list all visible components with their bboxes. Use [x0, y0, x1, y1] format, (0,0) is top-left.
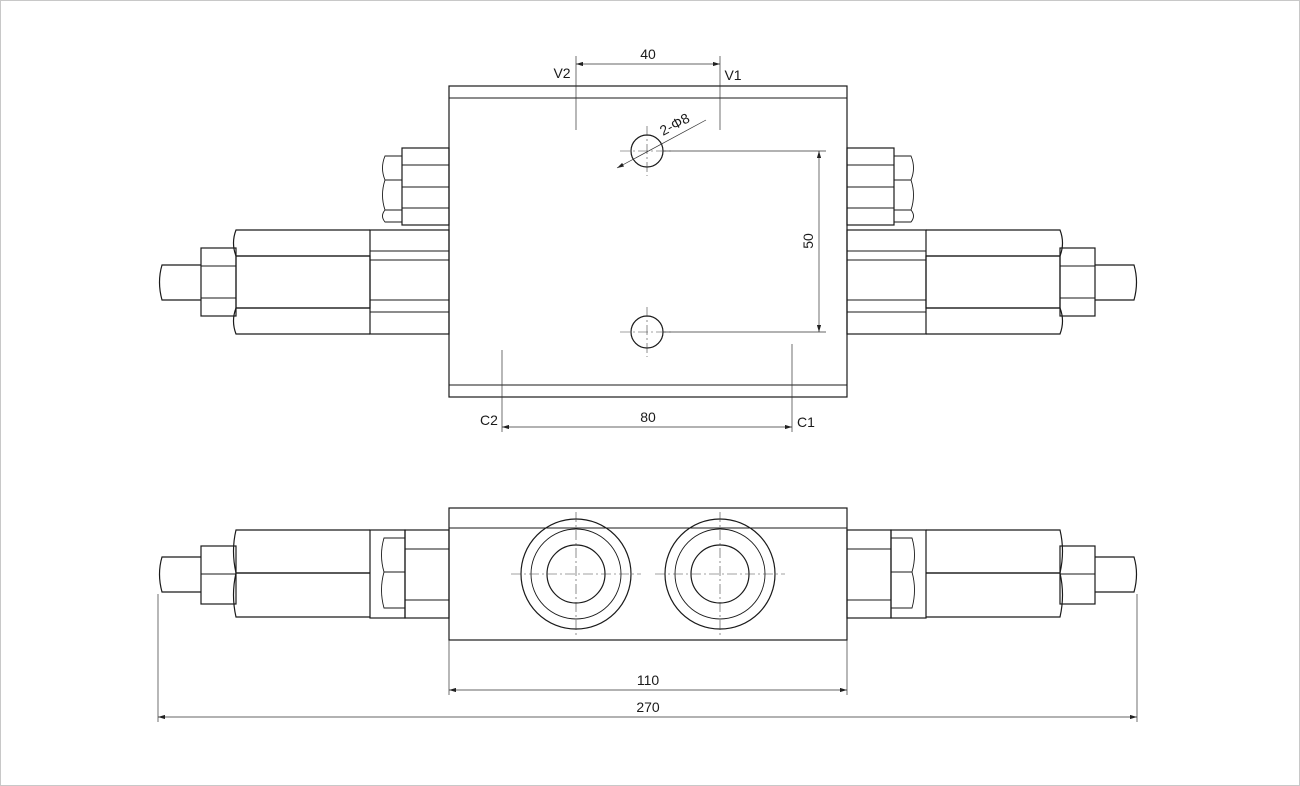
left-cartridge-top — [158, 229, 450, 335]
right-cartridge-front — [846, 529, 1138, 619]
right-upper-nut — [846, 147, 914, 226]
valve-body-top — [448, 85, 848, 398]
port-right — [655, 512, 785, 636]
valve-body-front — [448, 507, 848, 641]
port-left — [511, 512, 641, 636]
right-cartridge-top — [846, 229, 1138, 335]
dimension-40: 40 — [575, 46, 721, 130]
dimension-110: 110 — [448, 640, 848, 695]
hole-callout: 2-Φ8 — [616, 110, 707, 169]
dimension-270-label: 270 — [636, 699, 660, 715]
port-label-c1: C1 — [797, 414, 815, 430]
dimension-270: 270 — [157, 594, 1138, 722]
top-view: 40 V2 V1 2-Φ8 50 80 C2 C1 — [158, 46, 1138, 432]
dimension-50-label: 50 — [800, 233, 816, 249]
left-cartridge-front — [158, 529, 450, 619]
port-label-v2: V2 — [553, 65, 570, 81]
dimension-80: 80 — [501, 344, 793, 432]
hole-callout-label: 2-Φ8 — [657, 110, 692, 139]
dimension-80-label: 80 — [640, 409, 656, 425]
port-label-v1: V1 — [724, 67, 741, 83]
left-upper-nut — [382, 147, 450, 226]
port-label-c2: C2 — [480, 412, 498, 428]
dimension-110-label: 110 — [637, 672, 660, 688]
front-view: 110 270 — [157, 507, 1138, 722]
dimension-50: 50 — [663, 150, 826, 333]
dimension-40-label: 40 — [640, 46, 656, 62]
